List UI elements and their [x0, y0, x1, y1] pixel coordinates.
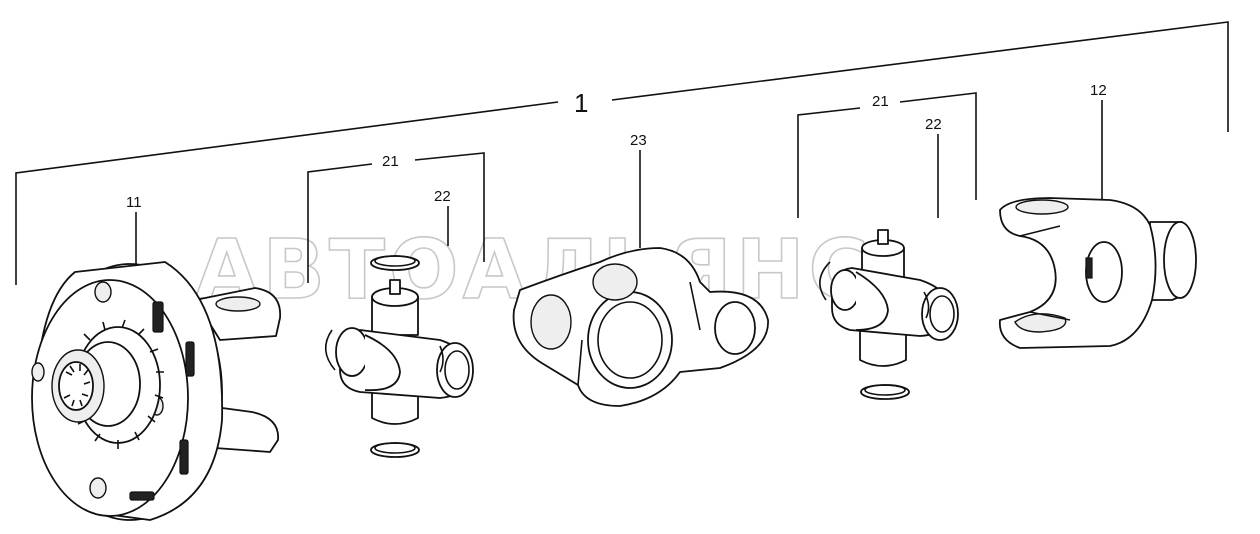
bracket-21-left [307, 163, 373, 283]
assembly-bracket [15, 21, 1229, 285]
part-11-flange-yoke [31, 261, 281, 521]
label-23: 23 [630, 132, 647, 149]
label-12: 12 [1090, 82, 1107, 99]
bracket-21-left-b [414, 152, 485, 262]
part-12-slip-yoke [998, 197, 1197, 349]
label-11: 11 [126, 194, 142, 211]
label-22-left: 22 [434, 188, 451, 205]
bracket-21-right [797, 107, 861, 218]
label-22-right: 22 [925, 116, 942, 133]
part-21-cross-kit-right [819, 229, 959, 400]
part-21-cross-kit-left [324, 255, 474, 458]
label-21-left: 21 [382, 153, 399, 170]
label-21-right: 21 [872, 93, 889, 110]
bracket-21-right-b [899, 92, 977, 200]
part-23-center-yoke [512, 247, 769, 407]
label-assembly: 1 [574, 88, 588, 118]
